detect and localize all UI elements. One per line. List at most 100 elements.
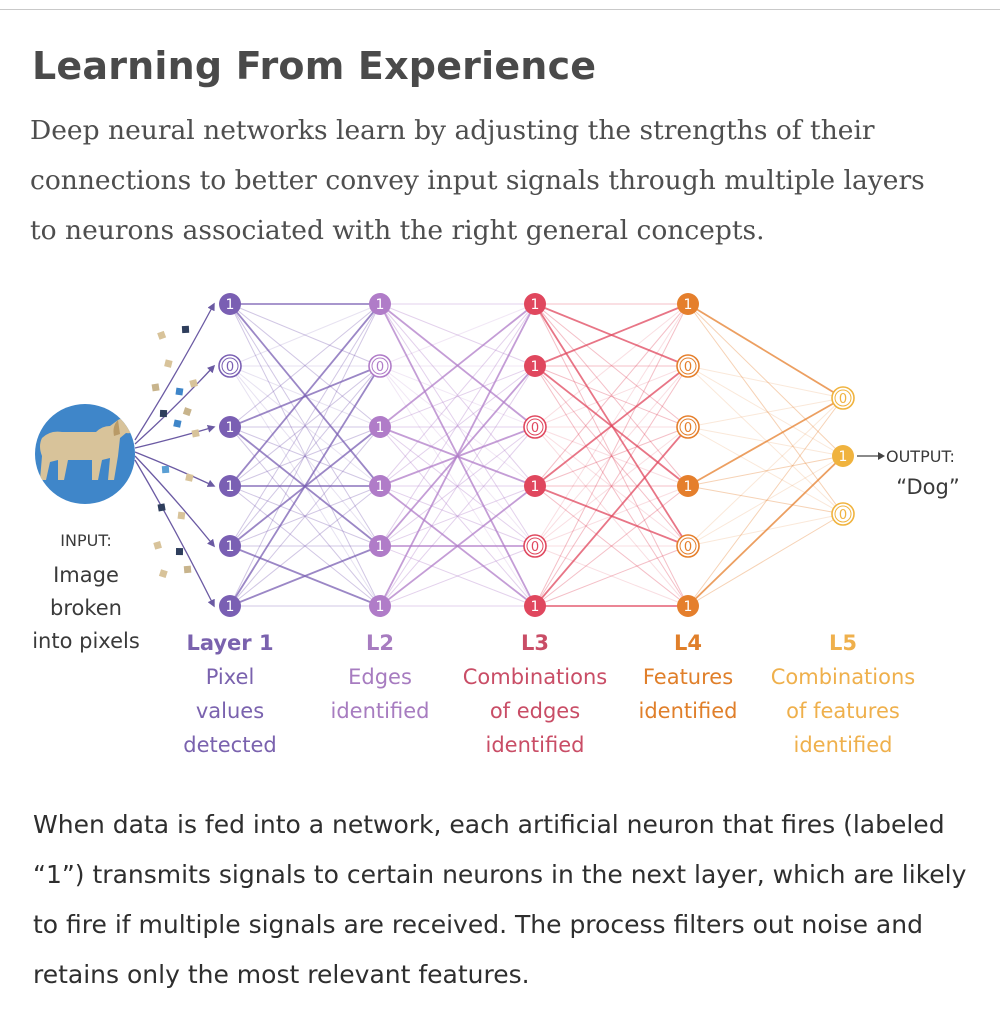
layer-description-line: Combinations (463, 665, 607, 689)
connection-line (379, 365, 536, 428)
neuron-value: 0 (684, 360, 692, 375)
input-arrow (134, 459, 215, 608)
neuron: 1 (219, 595, 241, 617)
connection-line (229, 303, 381, 487)
connection-line (229, 485, 381, 607)
connection-line (534, 485, 689, 607)
connection-line (534, 303, 689, 367)
neuron: 1 (369, 475, 391, 497)
layer-name: L3 (521, 631, 549, 655)
neuron-value: 1 (839, 449, 848, 465)
connection-line (379, 303, 536, 607)
connection-line (687, 455, 844, 547)
neuron-value: 1 (531, 599, 540, 615)
neuron-value: 0 (531, 540, 539, 555)
connection-line (534, 426, 689, 547)
connection-line (687, 365, 844, 399)
neuron-value: 1 (226, 479, 235, 495)
connection-line (687, 397, 844, 487)
connection-line (534, 365, 689, 547)
connection-line (229, 426, 381, 487)
connection-line (229, 426, 381, 487)
neuron-value: 1 (684, 479, 693, 495)
connection-line (229, 365, 381, 487)
layer-description-line: values (196, 699, 264, 723)
connection-line (534, 303, 689, 607)
neuron: 0 (676, 415, 700, 439)
pixel-square-icon (181, 325, 190, 334)
neuron-value: 1 (226, 539, 235, 555)
top-divider (0, 9, 1000, 10)
connection-line (687, 397, 844, 547)
neuron: 1 (677, 595, 699, 617)
input-pixels-group (151, 325, 200, 579)
neuron: 0 (676, 354, 700, 378)
neuron-value: 1 (531, 479, 540, 495)
connection-line (534, 365, 689, 547)
neuron: 1 (369, 535, 391, 557)
connection-line (379, 545, 536, 607)
neuron-value: 1 (376, 420, 385, 436)
connection-line (687, 303, 844, 399)
pixel-square-icon (173, 419, 182, 428)
connection-line (229, 485, 381, 607)
connection-line (687, 397, 844, 428)
neuron-value: 1 (376, 479, 385, 495)
neuron-value: 0 (684, 421, 692, 436)
connection-line (229, 365, 381, 428)
connection-line (229, 303, 381, 428)
connection-line (534, 426, 689, 487)
connection-line (534, 303, 689, 547)
layer-description-line: of edges (490, 699, 580, 723)
connections-group (229, 303, 844, 607)
connection-line (229, 303, 381, 367)
neuron-value: 1 (684, 599, 693, 615)
layer-description-line: detected (183, 733, 276, 757)
connection-line (534, 365, 689, 607)
connection-line (379, 426, 536, 607)
pixel-square-icon (164, 359, 173, 368)
connection-line (534, 303, 689, 607)
neuron: 1 (219, 475, 241, 497)
pixel-square-icon (151, 383, 160, 392)
connection-line (534, 426, 689, 547)
connection-line (534, 303, 689, 428)
connection-line (229, 303, 381, 547)
neuron: 1 (524, 293, 546, 315)
layer-name: L4 (674, 631, 702, 655)
output-heading: OUTPUT: (886, 447, 955, 466)
input-arrow (134, 455, 215, 548)
input-description-line: into pixels (32, 629, 140, 653)
connection-line (229, 365, 381, 547)
layer-description-line: Pixel (206, 665, 255, 689)
connection-line (687, 455, 844, 607)
pixel-square-icon (159, 409, 168, 418)
caption-text: When data is fed into a network, each ar… (33, 810, 967, 989)
layer-description-line: Features (643, 665, 733, 689)
layer-description-line: identified (794, 733, 893, 757)
connection-line (687, 455, 844, 487)
connection-line (229, 485, 381, 547)
input-description-line: broken (50, 596, 122, 620)
connection-line (534, 485, 689, 607)
connection-line (379, 485, 536, 547)
neuron-value: 0 (376, 360, 384, 375)
connection-line (534, 545, 689, 607)
page-subtitle: Deep neural networks learn by adjusting … (30, 115, 925, 246)
neuron-value: 1 (226, 297, 235, 313)
input-description-line: Image (53, 563, 119, 587)
pixel-square-icon (189, 379, 198, 388)
pixel-square-icon (157, 503, 166, 512)
connection-line (534, 426, 689, 487)
connection-line (379, 365, 536, 487)
arrow-icon (878, 452, 885, 460)
layer-description-line: identified (639, 699, 738, 723)
connection-line (687, 365, 844, 457)
connection-line (229, 365, 381, 547)
neuron-value: 0 (531, 421, 539, 436)
input-arrow (134, 302, 215, 441)
connection-line (534, 426, 689, 607)
